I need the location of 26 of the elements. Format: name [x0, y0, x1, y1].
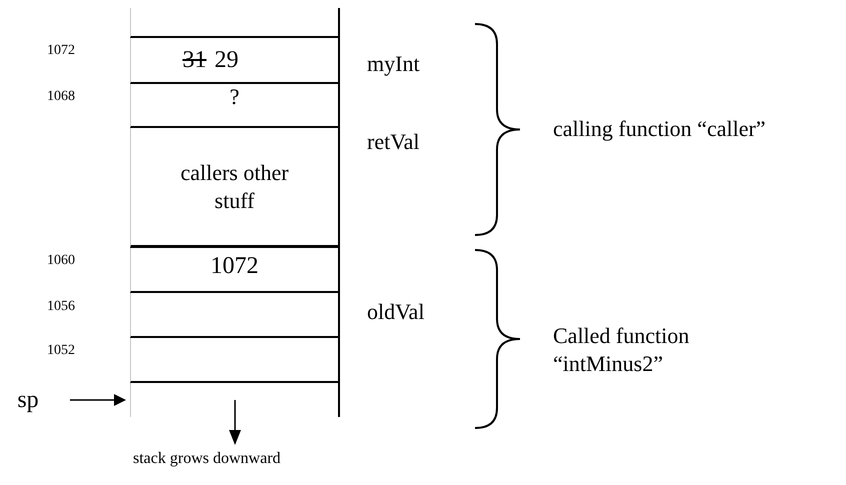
cell-value: 1072	[210, 252, 258, 280]
frame-label: calling function “caller”	[553, 115, 767, 142]
stack-cell	[130, 248, 340, 293]
address-label: 1056	[47, 298, 76, 316]
stack-cell	[130, 38, 340, 84]
variable-name: myInt	[367, 50, 421, 78]
address-label: 1052	[47, 342, 76, 360]
frame-label: Called function “intMinus2”	[553, 322, 690, 377]
empty-stack-cell	[130, 293, 340, 338]
stack-cell	[130, 84, 340, 128]
empty-stack-cell	[130, 338, 340, 383]
empty-stack-cell	[130, 383, 340, 417]
cell-value: ?	[230, 83, 240, 111]
variable-name: oldVal	[367, 298, 426, 326]
address-label: 1072	[47, 42, 76, 60]
variable-name: retVal	[367, 128, 421, 156]
empty-stack-cell	[130, 8, 340, 38]
cell-value: callers other stuff	[179, 159, 290, 214]
stack-cell	[130, 128, 340, 248]
arrow	[70, 394, 126, 406]
crossed-out-value: 31	[182, 48, 206, 72]
pointer-name: sp	[17, 386, 39, 415]
cell-value: 29	[214, 48, 238, 72]
address-label: 1060	[47, 252, 76, 270]
caption-text: stack grows downward	[133, 449, 282, 469]
address-label: 1068	[47, 88, 76, 106]
